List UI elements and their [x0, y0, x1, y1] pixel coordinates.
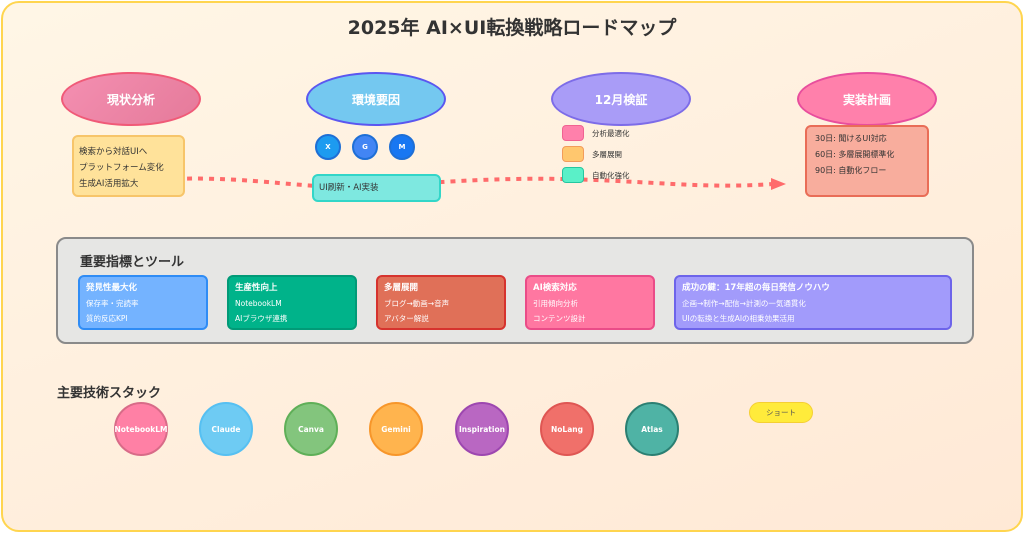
badge-label: ショート [766, 408, 796, 417]
legend-swatch [562, 125, 584, 141]
x-icon[interactable]: X [315, 134, 341, 160]
flow-arrow-head [771, 178, 786, 190]
card-line: 企画→制作→配信→計測の一気通貫化 [682, 299, 806, 308]
google-icon[interactable]: G [352, 134, 378, 160]
stage-label: 12月検証 [594, 92, 648, 107]
tech-canva[interactable]: Canva [284, 402, 338, 456]
note-line: 60日: 多層展開標準化 [815, 150, 895, 159]
card-line: AIブラウザ連携 [235, 314, 288, 323]
legend-item: 自動化強化 [562, 167, 630, 183]
note-line: 90日: 自動化フロー [815, 166, 887, 175]
metric-card-productivity[interactable]: 生産性向上 NotebookLM AIブラウザ連携 [227, 275, 357, 330]
tech-label: NoLang [551, 424, 583, 434]
stage-label: 実装計画 [842, 92, 891, 107]
legend-label: 分析最適化 [592, 128, 630, 138]
icon-letter: M [398, 143, 406, 151]
card-heading: 多層展開 [384, 283, 419, 293]
flow-arrow-line [142, 176, 774, 190]
card-heading: 生産性向上 [235, 283, 278, 293]
tech-label: Atlas [641, 424, 663, 434]
tech-stack-title: 主要技術スタック [57, 386, 162, 401]
note-line: 30日: 聞けるUI対応 [815, 134, 887, 143]
legend-item: 多層展開 [562, 146, 622, 162]
legend-swatch [562, 167, 584, 183]
stage-label: 現状分析 [106, 92, 155, 107]
tech-label: Gemini [381, 424, 411, 434]
tech-label: Claude [211, 424, 241, 434]
metrics-panel: 重要指標とツール 発見性最大化 保存率・完読率 質的反応KPI 生産性向上 No… [56, 237, 974, 344]
stage-label: 環境要因 [351, 92, 400, 107]
metric-card-ai-search[interactable]: AI検索対応 引用傾向分析 コンテンツ設計 [525, 275, 655, 330]
tech-claude[interactable]: Claude [199, 402, 253, 456]
tech-nolang[interactable]: NoLang [540, 402, 594, 456]
metric-card-discoverability[interactable]: 発見性最大化 保存率・完読率 質的反応KPI [78, 275, 208, 330]
card-line: NotebookLM [235, 299, 282, 308]
metric-card-multilayer[interactable]: 多層展開 ブログ→動画→音声 アバター解説 [376, 275, 506, 330]
meta-icon[interactable]: M [389, 134, 415, 160]
card-heading: 発見性最大化 [86, 283, 138, 293]
card-line: UIの転換と生成AIの相乗効果活用 [682, 314, 795, 323]
tech-notebooklm[interactable]: NotebookLM [114, 402, 168, 456]
tech-inspiration[interactable]: Inspiration [455, 402, 509, 456]
legend-label: 自動化強化 [592, 170, 630, 180]
note-line: プラットフォーム変化 [79, 163, 164, 173]
tech-label: NotebookLM [114, 424, 168, 434]
card-line: 質的反応KPI [86, 314, 128, 323]
card-line: コンテンツ設計 [533, 314, 586, 323]
stage-environment[interactable]: 環境要因 [306, 72, 446, 126]
card-line: アバター解説 [384, 314, 429, 323]
stage-current-analysis[interactable]: 現状分析 [61, 72, 201, 126]
stage-implementation-plan[interactable]: 実装計画 [797, 72, 937, 126]
tech-gemini[interactable]: Gemini [369, 402, 423, 456]
note-line: UI刷新・AI実装 [319, 183, 379, 193]
tech-label: Inspiration [459, 424, 505, 434]
environment-note: UI刷新・AI実装 [312, 174, 441, 202]
card-line: 引用傾向分析 [533, 299, 578, 308]
legend-item: 分析最適化 [562, 125, 630, 141]
current-analysis-note: 検索から対話UIへ プラットフォーム変化 生成AI活用拡大 [72, 135, 185, 197]
card-line: 保存率・完読率 [86, 299, 139, 308]
metric-card-success-key[interactable]: 成功の鍵：17年超の毎日発信ノウハウ 企画→制作→配信→計測の一気通貫化 UIの… [674, 275, 952, 330]
stage-december-review[interactable]: 12月検証 [551, 72, 691, 126]
page-title: 2025年 AI×UI転換戦略ロードマップ [347, 17, 677, 39]
short-badge[interactable]: ショート [749, 402, 813, 423]
panel-title: 重要指標とツール [80, 255, 185, 270]
tech-atlas[interactable]: Atlas [625, 402, 679, 456]
card-heading: AI検索対応 [533, 283, 577, 293]
card-line: ブログ→動画→音声 [384, 299, 450, 308]
note-line: 生成AI活用拡大 [79, 179, 139, 189]
implementation-plan-note: 30日: 聞けるUI対応 60日: 多層展開標準化 90日: 自動化フロー [805, 125, 929, 197]
tech-label: Canva [298, 424, 324, 434]
icon-letter: X [325, 143, 331, 151]
icon-letter: G [362, 143, 368, 151]
card-heading: 成功の鍵：17年超の毎日発信ノウハウ [682, 283, 830, 293]
note-line: 検索から対話UIへ [79, 147, 148, 157]
legend-label: 多層展開 [592, 149, 622, 159]
legend-swatch [562, 146, 584, 162]
